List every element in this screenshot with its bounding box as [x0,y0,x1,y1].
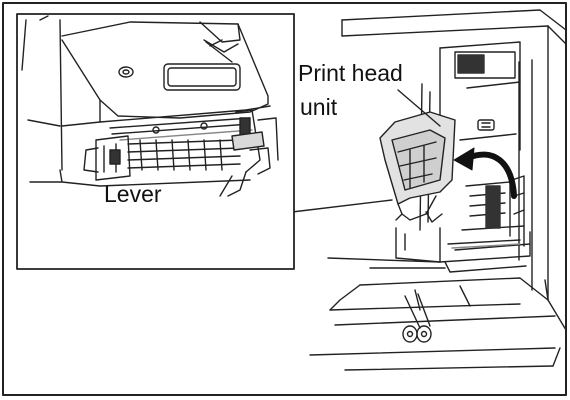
print-head-leader [397,89,441,127]
detail-inset [16,13,295,270]
zoom-connector [291,199,393,213]
print-head-label-line1: Print head [298,60,403,86]
printer-body [309,9,567,371]
print-head-unit [379,111,456,223]
lever-label: Lever [104,181,162,207]
print-head-label-line2: unit [300,94,338,120]
motion-arrow [453,147,517,199]
outer-frame [2,2,567,396]
